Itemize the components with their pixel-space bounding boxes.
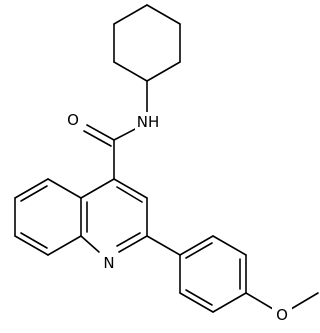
bond-phenyl xyxy=(212,292,247,313)
bond-aryl-o xyxy=(245,292,274,310)
atom-labels: O NH N O xyxy=(63,110,292,325)
carbonyl-oxygen-label: O xyxy=(67,111,79,129)
bond-cyclohexyl xyxy=(113,61,148,82)
bond-benzo xyxy=(47,235,82,256)
bond-benzo xyxy=(47,178,82,199)
bond-quinoline xyxy=(80,178,115,199)
bond-quinoline xyxy=(113,178,148,199)
bonds xyxy=(14,4,319,313)
bond-carbonyl-double xyxy=(83,130,112,147)
label-backdrop xyxy=(135,112,161,132)
bond-o-methyl xyxy=(290,292,319,310)
bond-quinoline-inner xyxy=(116,232,141,247)
bond-quinoline xyxy=(80,235,100,253)
quinoline-nitrogen-label: N xyxy=(103,254,114,272)
bond-phenyl-inner xyxy=(185,242,213,259)
bond-quinoline-phenyl xyxy=(146,235,181,256)
label-backdrop xyxy=(99,253,119,273)
bond-quinoline-inner xyxy=(116,186,143,203)
bond-cyclohexyl xyxy=(146,4,181,25)
bond-phenyl xyxy=(179,235,214,256)
label-backdrop xyxy=(63,110,83,130)
bond-phenyl xyxy=(179,292,214,313)
bond-cyclohexyl xyxy=(113,4,148,25)
bond-cyclohexyl xyxy=(146,61,181,82)
bond-n-carbonyl xyxy=(113,126,140,141)
bond-benzo xyxy=(14,235,49,256)
bond-carbonyl-double xyxy=(86,124,115,141)
bond-phenyl xyxy=(212,235,247,256)
methoxy-oxygen-label: O xyxy=(276,306,288,324)
bond-quinoline xyxy=(118,235,148,253)
bond-phenyl-inner xyxy=(185,289,213,306)
amide-nitrogen-label: NH xyxy=(137,113,160,131)
bond-benzo-inner xyxy=(20,232,48,249)
bond-benzo-inner xyxy=(20,185,48,202)
bond-benzo xyxy=(14,178,49,199)
label-backdrop xyxy=(272,305,292,325)
